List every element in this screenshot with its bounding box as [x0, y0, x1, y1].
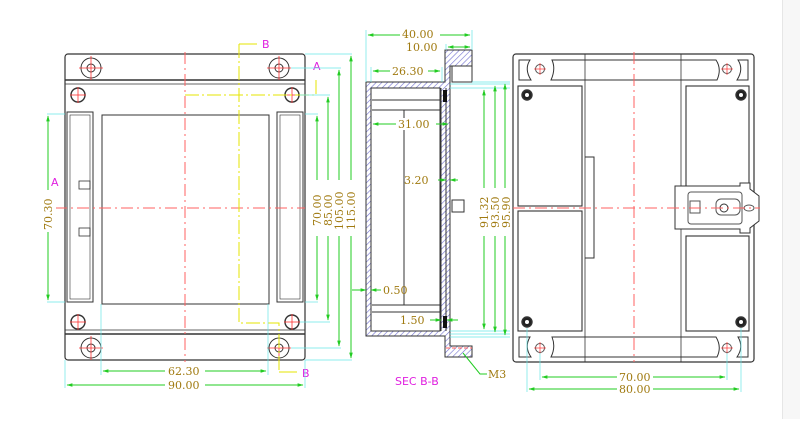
mount-hole-icon	[534, 342, 546, 354]
dim-hole-spacing: 70.00	[619, 371, 651, 384]
screw-head-icon	[521, 89, 533, 101]
section-label-b-bottom: B	[302, 367, 310, 380]
section-view: 40.00 10.00 26.30 31.00 3.20 0.50 1.50 9…	[352, 28, 513, 388]
dim-height-left: 70.30	[42, 199, 55, 231]
mount-hole-icon	[721, 342, 733, 354]
screw-hole-icon	[79, 336, 103, 360]
screw-head-icon	[735, 316, 747, 328]
dim-h2: 85.00	[322, 195, 335, 227]
dim-flange: 10.00	[406, 41, 438, 54]
section-line-b	[238, 44, 280, 372]
front-view: B B A A 70.30 70.00 85.00 105.00 115.00	[40, 38, 358, 392]
screw-head-icon	[284, 314, 300, 330]
dim-inner-depth: 26.30	[392, 65, 424, 78]
dim-h4: 115.00	[345, 192, 358, 231]
screw-head-icon	[521, 316, 533, 328]
dim-sec-h2: 93.50	[489, 197, 502, 229]
scrollbar-track[interactable]	[782, 0, 800, 419]
dim-h3: 105.00	[333, 192, 346, 231]
mount-hole-icon	[534, 63, 546, 75]
dim-wall: 3.20	[404, 174, 429, 187]
dim-width-total: 90.00	[168, 379, 200, 392]
dim-gap: 0.50	[383, 284, 408, 297]
section-label-b-top: B	[262, 38, 270, 51]
dim-inner-width: 31.00	[398, 118, 430, 131]
dim-sec-h3: 95.90	[500, 197, 513, 229]
dim-width-inner: 62.30	[168, 365, 200, 378]
callout-m3: M3	[488, 368, 506, 381]
dim-lip: 1.50	[400, 314, 425, 327]
screw-hole-icon	[79, 56, 103, 80]
section-label-a-right: A	[313, 60, 321, 73]
mount-hole-icon	[721, 63, 733, 75]
screw-hole-icon	[267, 56, 291, 80]
section-label-a-left: A	[51, 176, 59, 189]
dim-sec-h1: 91.32	[478, 197, 491, 229]
back-view: 70.00 80.00	[512, 52, 760, 396]
screw-head-icon	[70, 87, 86, 103]
screw-head-icon	[70, 314, 86, 330]
dim-h1: 70.00	[311, 195, 324, 227]
section-caption: SEC B-B	[395, 375, 439, 388]
dim-back-width: 80.00	[619, 383, 651, 396]
screw-head-icon	[735, 89, 747, 101]
dim-depth-total: 40.00	[402, 28, 434, 41]
